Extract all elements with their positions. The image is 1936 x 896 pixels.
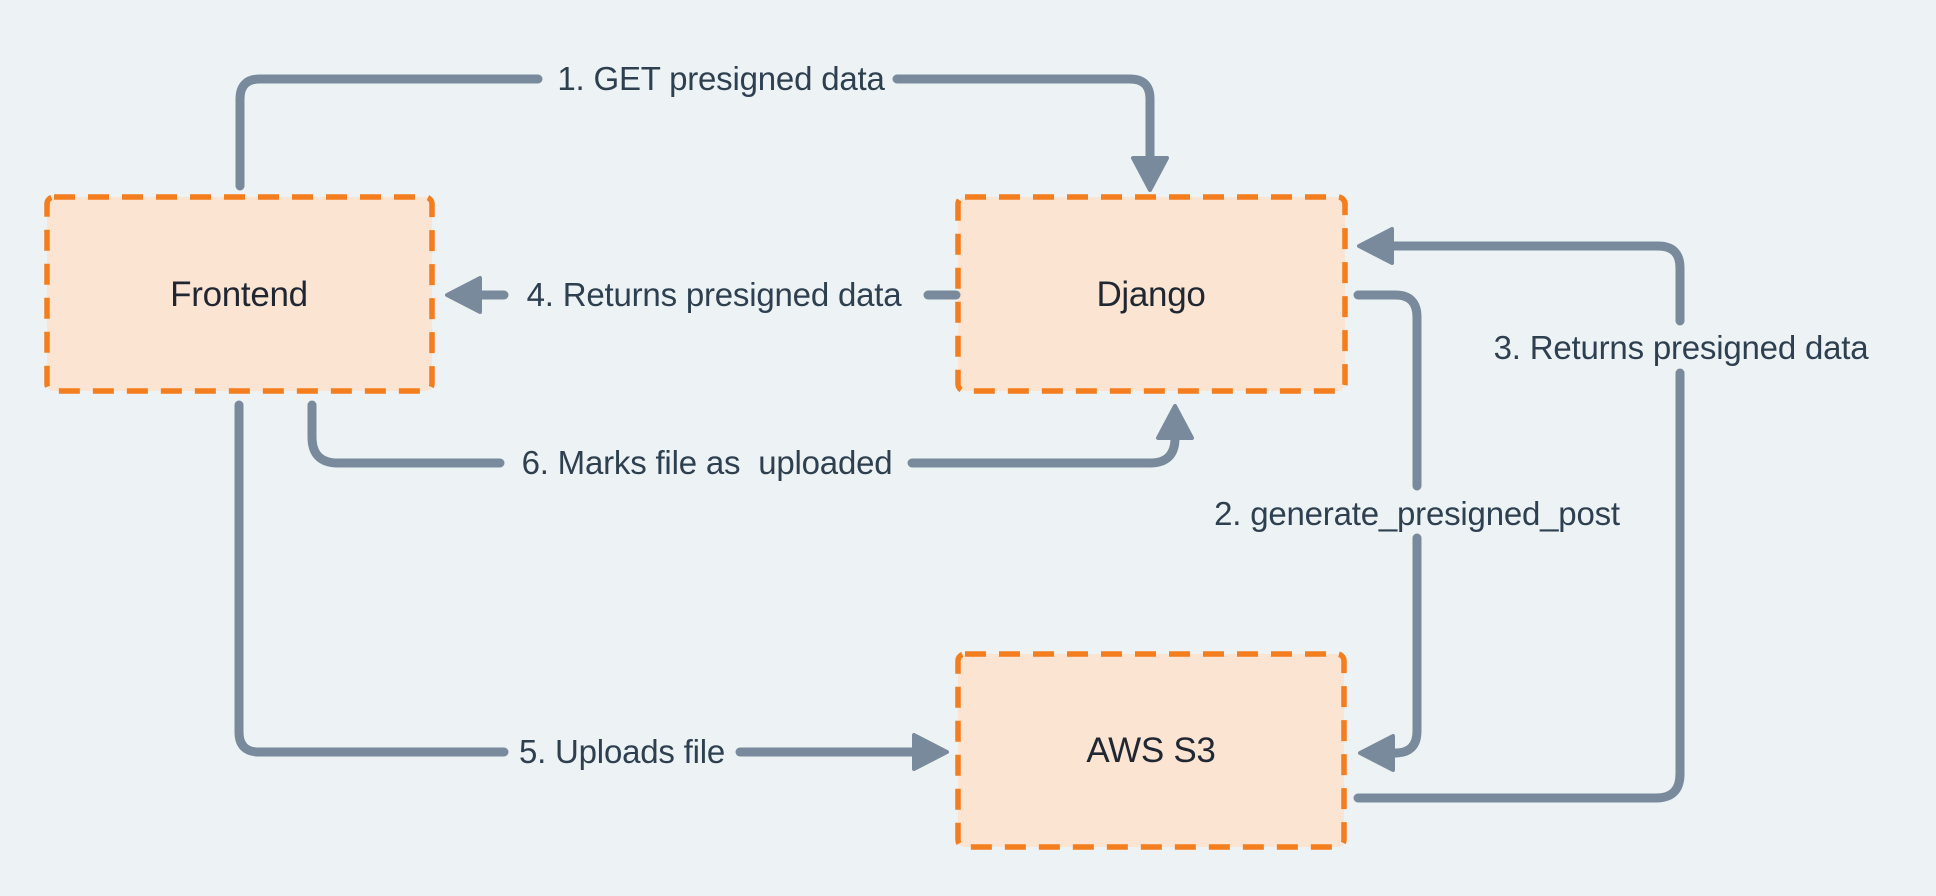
edge-6-arrowhead-up <box>1156 404 1194 440</box>
node-django-box <box>955 194 1348 394</box>
edge-5-uploads-file <box>234 400 949 771</box>
edge-1-arrowhead-down <box>1131 156 1169 192</box>
edge-2-arrowhead-left <box>1358 734 1395 772</box>
edge-2-segment-top <box>1353 290 1422 491</box>
edge-6-marks-file-as-uploaded <box>307 400 1194 468</box>
edge-2-generate-presigned-post <box>1353 290 1422 772</box>
edge-3-segment-bottom <box>1353 368 1685 803</box>
edge-3-arrowhead-left <box>1357 227 1394 265</box>
edge-3-returns-presigned-data <box>1353 227 1685 803</box>
edge-1-segment-left <box>235 74 543 191</box>
edge-6-segment-right <box>907 433 1180 468</box>
node-aws-s3-box <box>955 651 1347 850</box>
edge-5-segment-left <box>234 400 509 757</box>
edge-1-get-presigned-data <box>235 74 1169 192</box>
edge-3-segment-top <box>1389 241 1685 326</box>
edge-4-returns-presigned-data <box>445 276 961 314</box>
node-boxes <box>44 194 1348 850</box>
edge-1-segment-right <box>892 74 1155 163</box>
edge-5-arrowhead-right <box>912 733 949 771</box>
node-frontend-box <box>44 194 435 394</box>
edge-2-segment-bottom <box>1390 533 1422 758</box>
edge-4-arrowhead-left <box>445 276 482 314</box>
edge-6-segment-left <box>307 400 505 468</box>
